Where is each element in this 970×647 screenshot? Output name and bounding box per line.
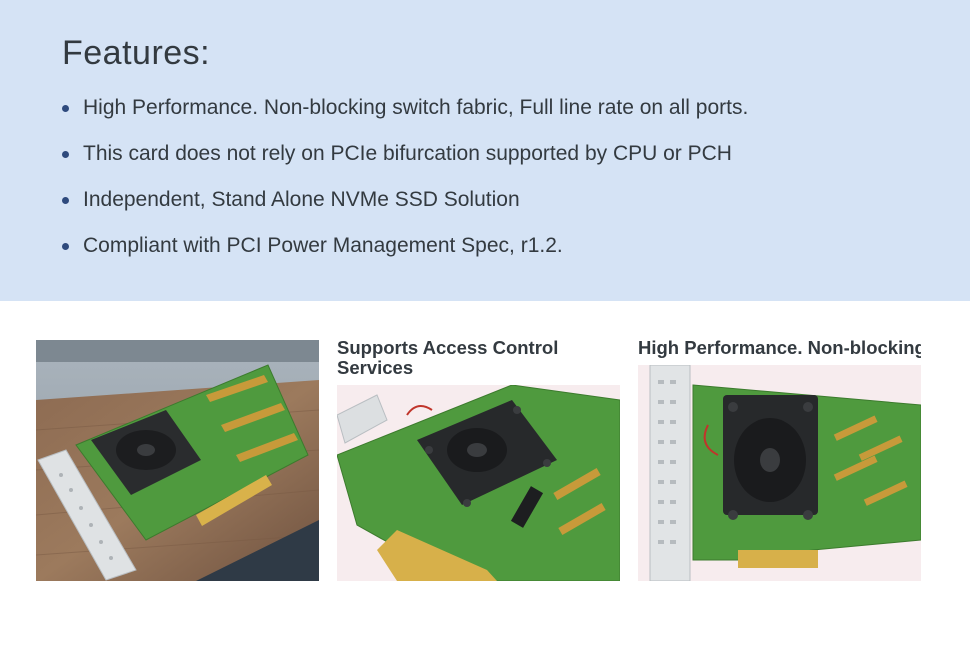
caption-high-performance: High Performance. Non-blocking — [638, 338, 921, 358]
feature-item: High Performance. Non-blocking switch fa… — [62, 94, 748, 140]
bullet-icon — [62, 243, 69, 250]
feature-item: This card does not rely on PCIe bifurcat… — [62, 140, 748, 186]
pcie-card-front-image — [638, 365, 921, 581]
feature-item: Independent, Stand Alone NVMe SSD Soluti… — [62, 186, 748, 232]
features-title: Features: — [62, 34, 211, 72]
pcie-card-angled-image — [337, 385, 620, 581]
feature-item: Compliant with PCI Power Management Spec… — [62, 232, 748, 278]
caption-access-control: Supports Access Control Services — [337, 338, 559, 378]
bullet-icon — [62, 151, 69, 158]
pcie-card-on-desk-image — [36, 340, 319, 581]
product-photo-access-control — [337, 385, 620, 581]
features-banner: Features: High Performance. Non-blocking… — [0, 0, 970, 301]
product-photo-desk — [36, 340, 319, 581]
bullet-icon — [62, 197, 69, 204]
product-photo-high-performance — [638, 365, 921, 581]
bullet-icon — [62, 105, 69, 112]
features-list: High Performance. Non-blocking switch fa… — [62, 94, 748, 278]
